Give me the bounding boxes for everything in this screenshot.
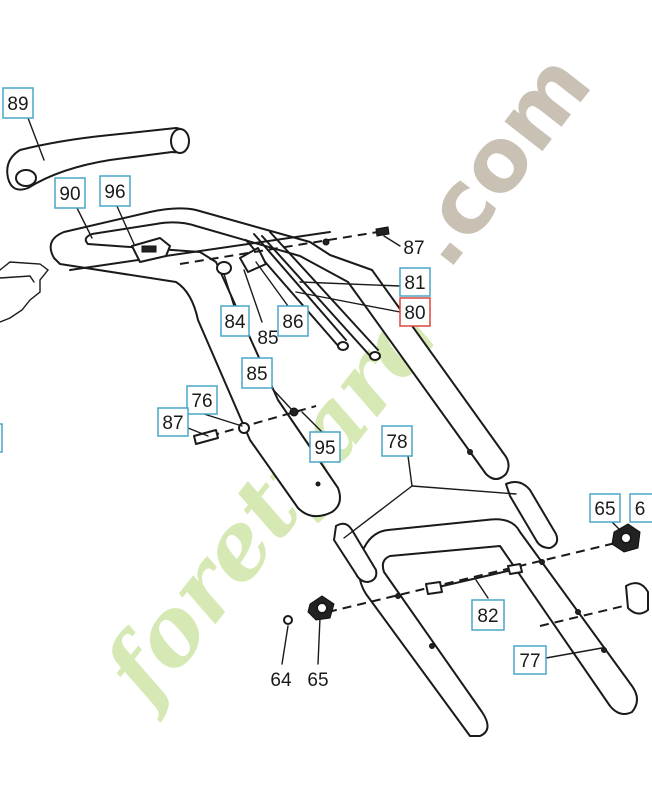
callout-87-middle: 87 <box>157 407 189 437</box>
bolt-axis-65 <box>327 539 629 613</box>
svg-text:82: 82 <box>477 606 498 627</box>
svg-text:64: 64 <box>270 670 292 691</box>
callout-85-lower: 85 <box>241 357 273 389</box>
washer-64 <box>283 615 293 625</box>
svg-text:85: 85 <box>257 328 278 349</box>
svg-text:85: 85 <box>246 364 267 385</box>
svg-text:84: 84 <box>224 312 246 333</box>
washer-76 <box>238 422 250 434</box>
bolt-axis-82 <box>539 603 633 627</box>
svg-text:89: 89 <box>7 94 28 115</box>
leader-lines <box>27 117 623 665</box>
washer-upper <box>322 238 330 246</box>
callout-76: 76 <box>186 385 218 415</box>
svg-text:76: 76 <box>191 391 212 412</box>
callout-80: 80 <box>399 297 431 327</box>
bolt-axis-87-upper <box>179 231 379 265</box>
svg-text:87: 87 <box>403 238 424 259</box>
callout-86: 86 <box>277 305 309 337</box>
grip-tube-89 <box>6 127 190 191</box>
svg-text:86: 86 <box>282 312 303 333</box>
left-bracket-outline <box>0 261 49 323</box>
rod-82 <box>433 569 513 589</box>
cropped-callout-left <box>0 423 3 453</box>
callout-6x-cropped: 6 <box>629 493 652 523</box>
svg-text:78: 78 <box>386 432 407 453</box>
bolt-87-upper <box>375 226 390 237</box>
svg-text:96: 96 <box>104 182 125 203</box>
knob-right-edge <box>625 582 649 615</box>
callout-81: 81 <box>399 267 431 297</box>
upper-handlebar-90 <box>49 207 510 518</box>
crossbar-rod <box>69 231 331 271</box>
callout-64: 64 <box>270 670 292 691</box>
callout-90: 90 <box>54 177 86 209</box>
svg-text:6: 6 <box>635 499 646 520</box>
svg-text:87: 87 <box>162 413 183 434</box>
svg-text:80: 80 <box>404 303 425 324</box>
switch-block-96 <box>131 237 171 263</box>
callout-89: 89 <box>2 87 34 119</box>
svg-text:65: 65 <box>594 499 615 520</box>
svg-text:90: 90 <box>59 184 80 205</box>
bolt-87-middle <box>193 429 219 445</box>
callout-65-lower: 65 <box>307 670 328 691</box>
knob-65-right <box>611 523 641 553</box>
svg-text:81: 81 <box>404 273 425 294</box>
callout-78: 78 <box>381 425 413 457</box>
svg-text:95: 95 <box>314 438 335 459</box>
svg-text:65: 65 <box>307 670 328 691</box>
callout-77: 77 <box>513 645 547 675</box>
svg-text:77: 77 <box>519 651 540 672</box>
callout-65-right: 65 <box>589 493 621 523</box>
callout-95: 95 <box>309 431 341 463</box>
callout-87-top: 87 <box>403 238 424 259</box>
knob-65-lower <box>307 595 335 621</box>
callout-84: 84 <box>220 305 250 337</box>
callout-85-upper: 85 <box>257 328 278 349</box>
callout-96: 96 <box>99 175 131 207</box>
callout-82: 82 <box>471 599 505 631</box>
